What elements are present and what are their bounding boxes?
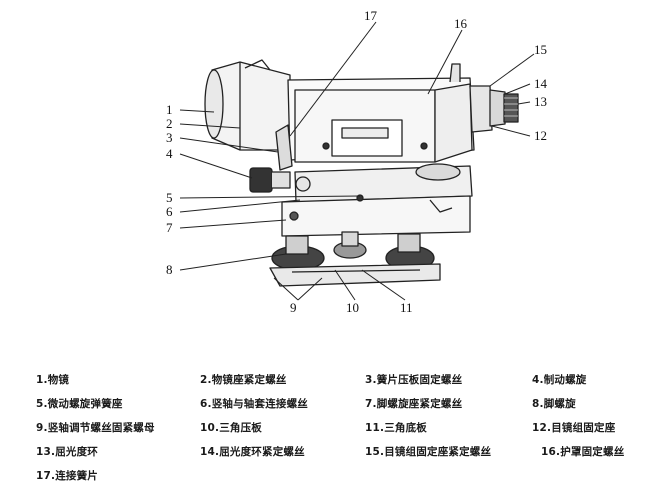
legend-item-16: 16.护罩固定螺丝 bbox=[541, 446, 625, 458]
callout-8: 8 bbox=[166, 262, 173, 277]
callout-1: 1 bbox=[166, 102, 173, 117]
legend-item-13: 13.屈光度环 bbox=[36, 446, 99, 458]
legend-item-2: 2.物镜座紧定螺丝 bbox=[200, 374, 287, 386]
legend-item-5: 5.微动螺旋弹簧座 bbox=[36, 398, 123, 410]
triangular-base-plate bbox=[269, 263, 441, 287]
eyepiece-assembly bbox=[469, 85, 519, 133]
legend-item-17: 17.连接簧片 bbox=[36, 470, 99, 482]
callout-16: 16 bbox=[454, 16, 468, 31]
callout-5: 5 bbox=[166, 190, 173, 205]
leader-lines bbox=[179, 21, 535, 301]
foot-screws bbox=[271, 231, 435, 271]
callout-14: 14 bbox=[534, 76, 548, 91]
brake-screw bbox=[249, 124, 293, 193]
callout-2: 2 bbox=[166, 116, 173, 131]
legend-item-4: 4.制动螺旋 bbox=[532, 374, 587, 386]
callout-10: 10 bbox=[346, 300, 359, 315]
callout-17: 17 bbox=[364, 8, 378, 23]
telescope-body bbox=[287, 63, 475, 163]
legend-item-12: 12.目镜组固定座 bbox=[532, 422, 616, 434]
callout-12: 12 bbox=[534, 128, 547, 143]
callout-7: 7 bbox=[166, 220, 173, 235]
tribrach bbox=[281, 163, 473, 237]
legend-item-8: 8.脚螺旋 bbox=[532, 398, 576, 410]
legend-item-7: 7.脚螺旋座紧定螺丝 bbox=[365, 398, 463, 410]
callout-9: 9 bbox=[290, 300, 297, 315]
legend-item-6: 6.竖轴与轴套连接螺丝 bbox=[200, 398, 308, 410]
legend-item-1: 1.物镜 bbox=[36, 374, 70, 386]
callout-4: 4 bbox=[166, 146, 173, 161]
legend-item-9: 9.竖轴调节螺丝固紧螺母 bbox=[36, 422, 155, 434]
callout-3: 3 bbox=[166, 130, 173, 145]
callout-15: 15 bbox=[534, 42, 547, 57]
level-instrument-diagram: 1 2 3 4 5 6 7 8 9 10 11 12 13 14 15 16 1… bbox=[166, 8, 548, 315]
callout-13: 13 bbox=[534, 94, 547, 109]
legend-item-14: 14.屈光度环紧定螺丝 bbox=[200, 446, 305, 458]
legend-item-10: 10.三角压板 bbox=[200, 422, 263, 434]
legend-item-11: 11.三角底板 bbox=[365, 422, 428, 434]
callout-labels: 1 2 3 4 5 6 7 8 9 10 11 12 13 14 15 16 1… bbox=[166, 8, 548, 315]
legend-item-15: 15.目镜组固定座紧定螺丝 bbox=[365, 446, 492, 458]
legend: 1.物镜 2.物镜座紧定螺丝 3.簧片压板固定螺丝 4.制动螺旋 5.微动螺旋弹… bbox=[0, 368, 650, 482]
legend-item-3: 3.簧片压板固定螺丝 bbox=[365, 374, 463, 386]
callout-6: 6 bbox=[166, 204, 173, 219]
callout-11: 11 bbox=[400, 300, 413, 315]
